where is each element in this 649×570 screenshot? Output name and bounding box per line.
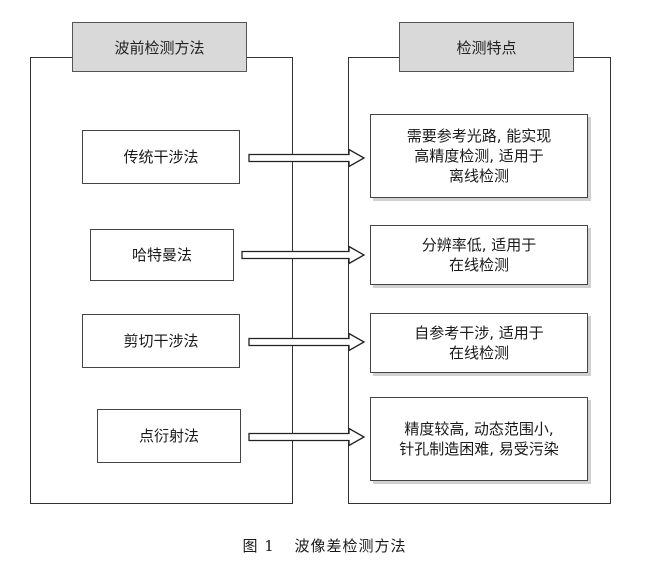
- methods-panel-header: 波前检测方法: [72, 22, 247, 72]
- method-box-hartmann: 哈特曼法: [90, 229, 234, 281]
- arrow-traditional-interferometry: [248, 148, 366, 168]
- figure-title: 波像差检测方法: [294, 537, 407, 555]
- arrow-hartmann: [241, 245, 366, 265]
- feature-box-point-diffraction: 精度较高, 动态范围小, 针孔制造困难, 易受污染: [370, 397, 588, 481]
- feature-text-shearing-interferometry: 自参考干涉, 适用于 在线检测: [414, 323, 544, 362]
- features-panel-header: 检测特点: [399, 22, 574, 72]
- feature-box-shearing-interferometry: 自参考干涉, 适用于 在线检测: [370, 313, 588, 373]
- arrow-point-diffraction: [248, 427, 366, 447]
- figure-number: 图 1: [242, 537, 275, 555]
- feature-text-hartmann: 分辨率低, 适用于 在线检测: [421, 235, 537, 274]
- feature-text-traditional-interferometry: 需要参考光路, 能实现 高精度检测, 适用于 离线检测: [406, 126, 552, 186]
- feature-text-point-diffraction: 精度较高, 动态范围小, 针孔制造困难, 易受污染: [399, 419, 559, 458]
- feature-box-traditional-interferometry: 需要参考光路, 能实现 高精度检测, 适用于 离线检测: [370, 114, 588, 198]
- method-box-shearing-interferometry: 剪切干涉法: [82, 314, 240, 368]
- method-box-traditional-interferometry: 传统干涉法: [82, 130, 240, 184]
- method-box-point-diffraction: 点衍射法: [97, 409, 241, 463]
- feature-box-hartmann: 分辨率低, 适用于 在线检测: [370, 225, 588, 285]
- figure-caption: 图 1 波像差检测方法: [0, 535, 649, 556]
- arrow-shearing-interferometry: [248, 332, 366, 352]
